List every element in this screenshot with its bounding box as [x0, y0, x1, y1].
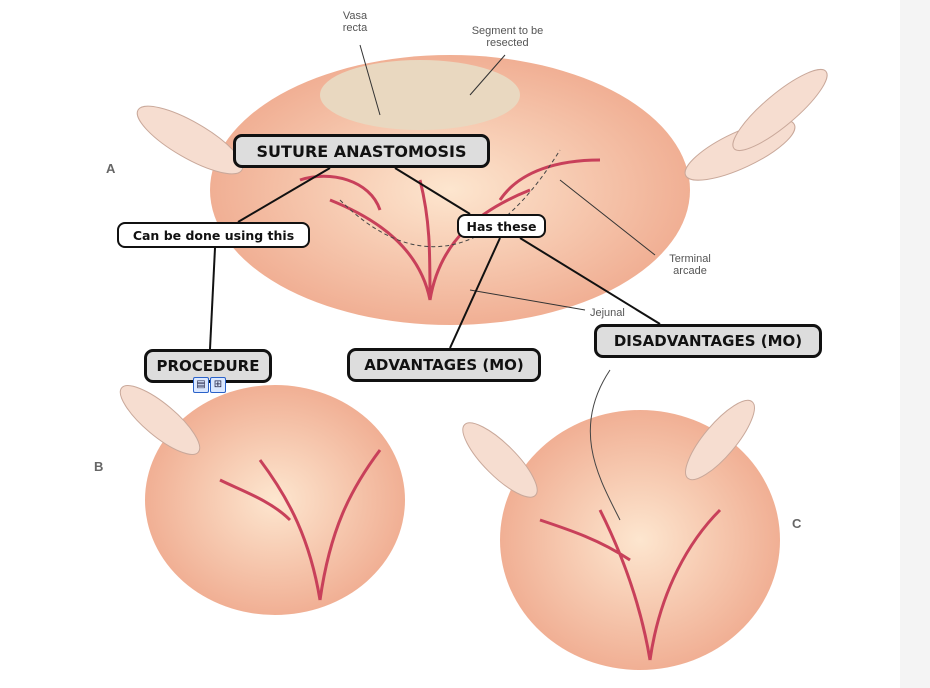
label-terminal-arcade: Terminal arcade — [669, 253, 711, 277]
intestine-panel-a — [210, 55, 690, 325]
label-jejunal: Jejunal — [590, 307, 625, 319]
resource-document-icon[interactable]: ▤ — [193, 377, 209, 393]
label-segment-resected: Segment to be resected — [471, 25, 544, 49]
concept-advantages[interactable]: ADVANTAGES (MO) — [347, 348, 541, 382]
concept-links — [209, 167, 661, 350]
concept-suture-anastomosis[interactable]: SUTURE ANASTOMOSIS — [233, 134, 490, 168]
label-vasa-recta: Vasa recta — [342, 10, 368, 34]
intestine-panel-c — [500, 410, 780, 670]
linked-map-icon[interactable]: ⊞ — [210, 377, 226, 393]
panel-label-c: C — [792, 516, 802, 531]
link-phrase-can-be-done[interactable]: Can be done using this — [117, 222, 310, 248]
panel-label-a: A — [106, 161, 116, 176]
intestine-panel-b — [145, 385, 405, 615]
panel-label-b: B — [94, 459, 104, 474]
link-phrase-has-these[interactable]: Has these — [457, 214, 546, 238]
concept-disadvantages[interactable]: DISADVANTAGES (MO) — [594, 324, 822, 358]
